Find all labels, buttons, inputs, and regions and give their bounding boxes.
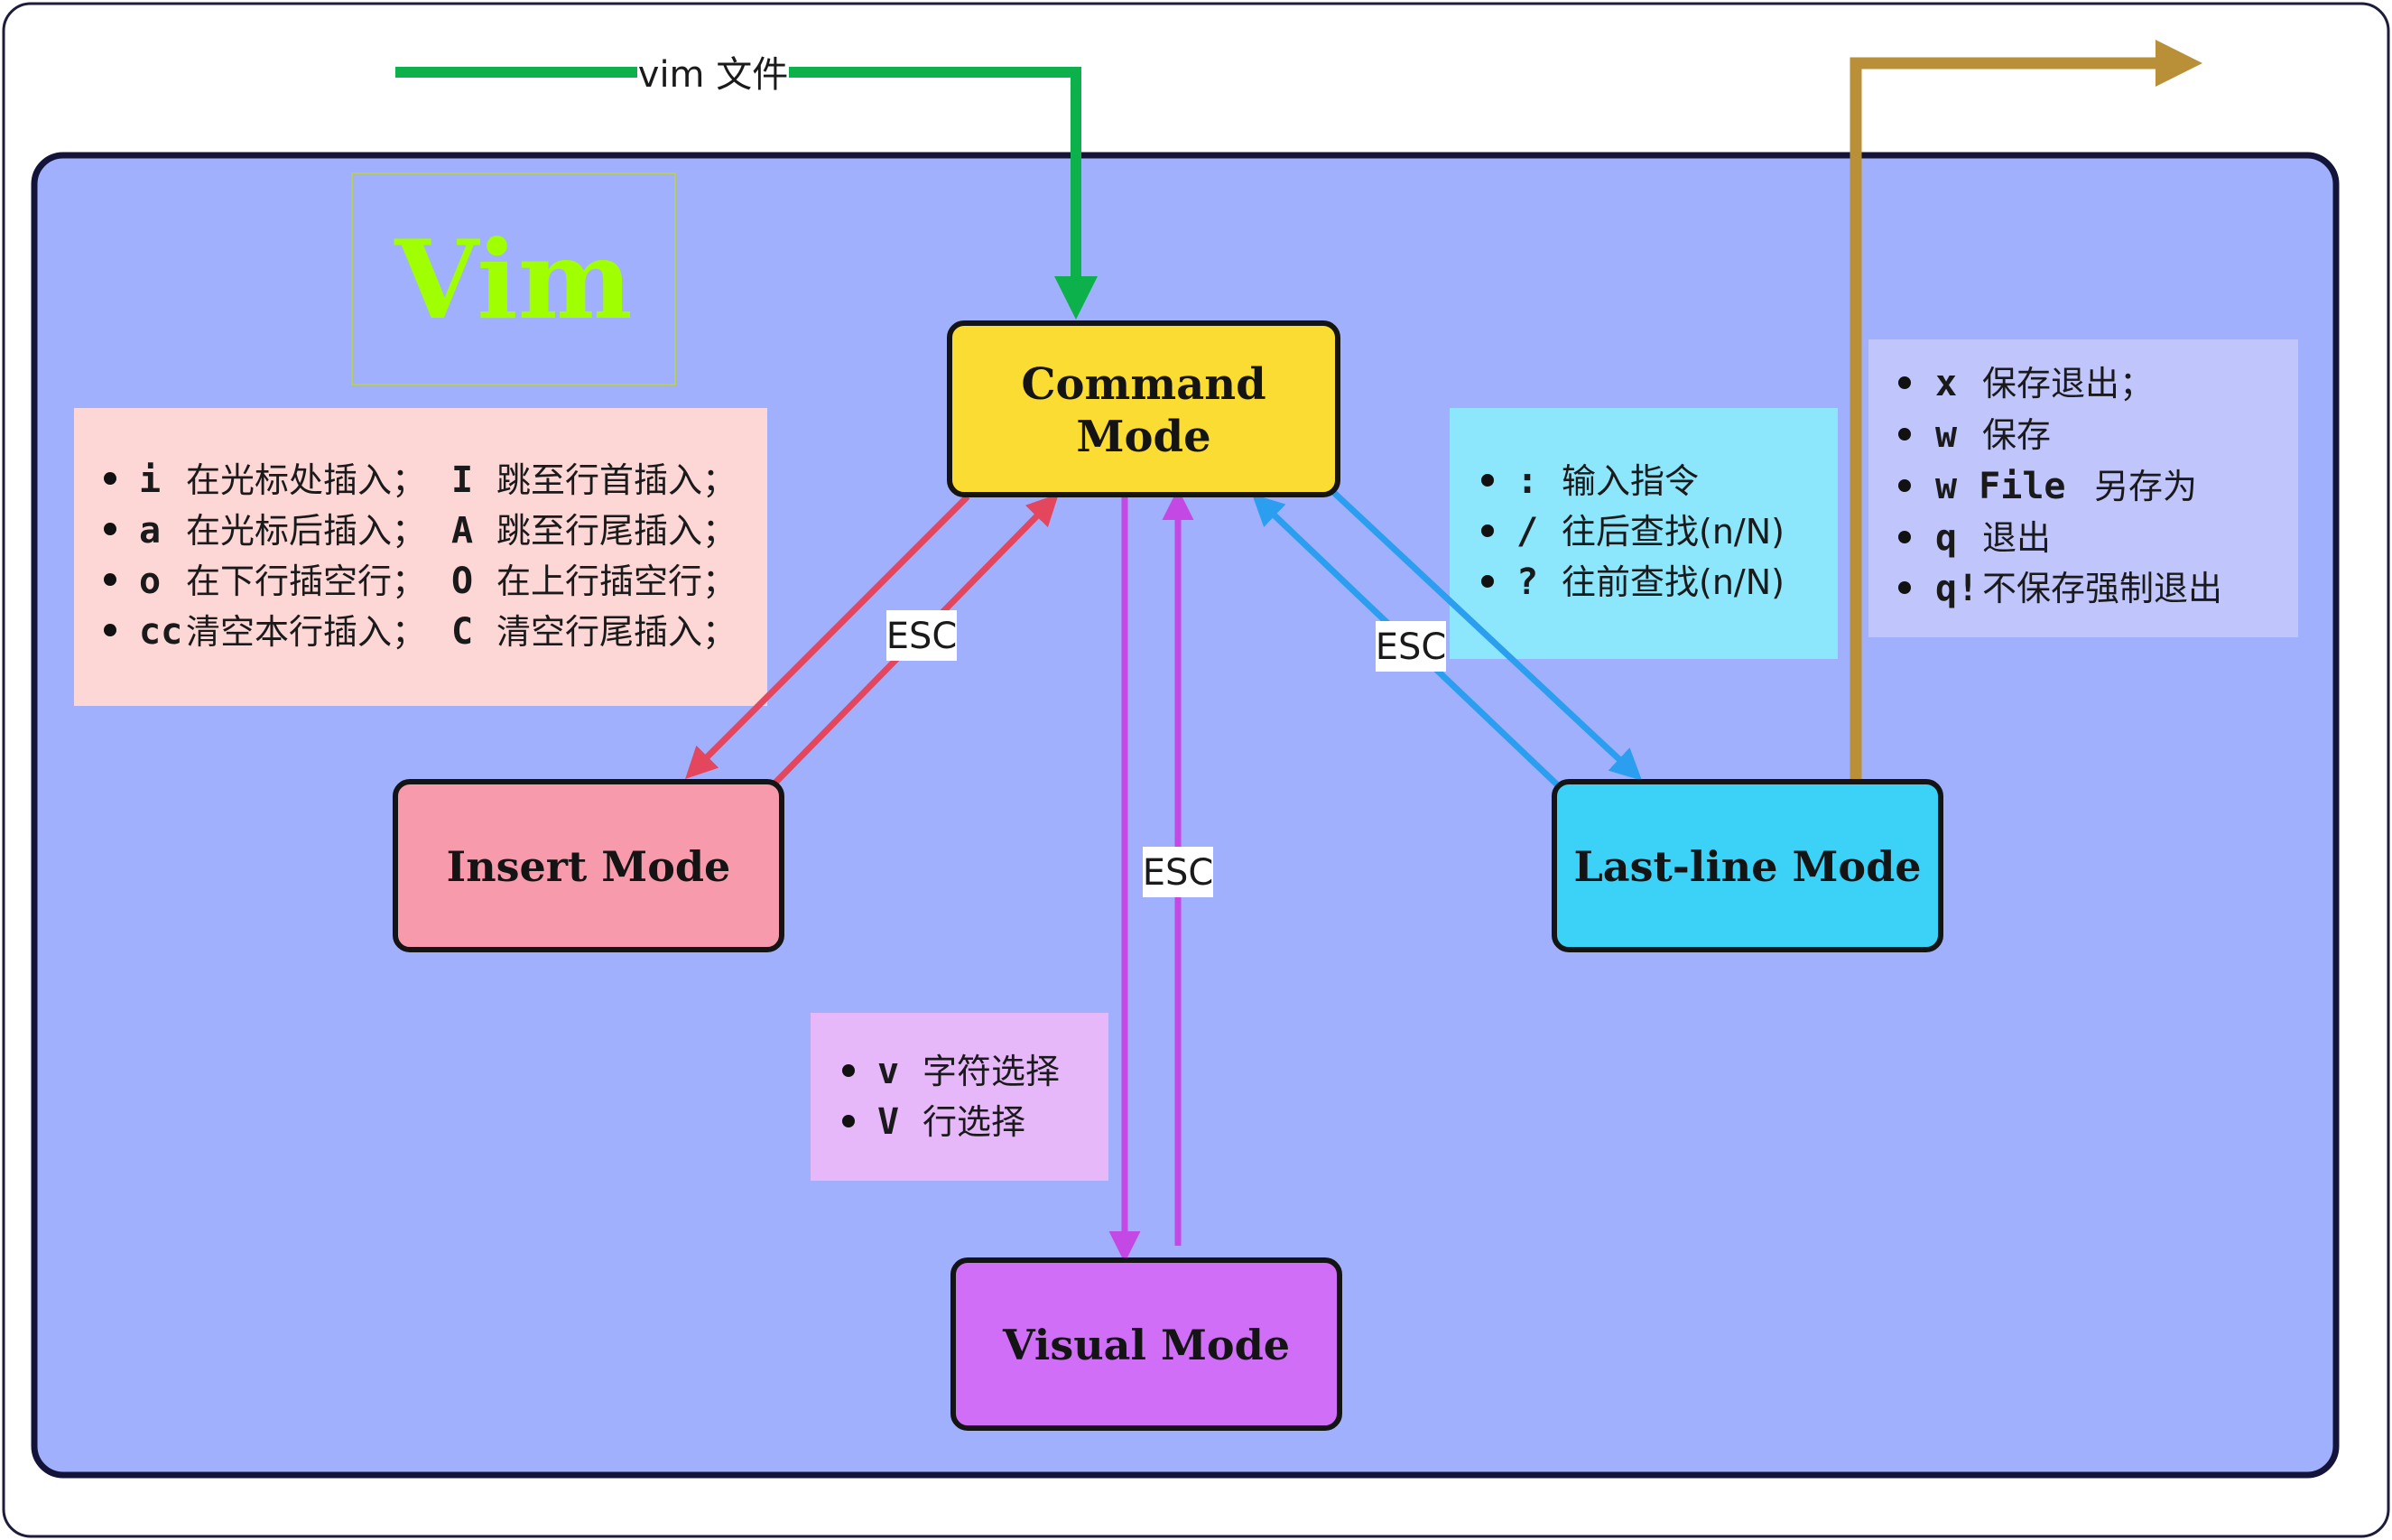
insert-mode-node: Insert Mode	[393, 779, 784, 952]
entry-label-bg	[637, 52, 789, 96]
command-mode-label-line1: Command	[1021, 359, 1266, 410]
esc-visual-label: ESC	[1143, 852, 1214, 894]
esc-insert-label: ESC	[886, 616, 958, 657]
lastline-note-0-text: 输入指令	[1562, 461, 1699, 501]
insert-note-3-text2: 清空行尾插入；	[496, 612, 737, 652]
exit-notes-list: x 保存退出； w 保存 w File 另存为 q 退出 q! 不保存强制退出	[1898, 363, 2222, 609]
exit-note-1-key: w	[1935, 414, 1958, 456]
insert-note-1-key: a	[139, 510, 161, 552]
esc-lastline-bg	[1376, 621, 1446, 672]
visual-mode-label: Visual Mode	[1002, 1321, 1290, 1369]
insert-note-0-text2: 跳至行首插入；	[496, 460, 737, 500]
insert-notes-panel	[74, 408, 767, 706]
exit-note-1-text: 保存	[1982, 415, 2051, 455]
lastline-note-1-text: 往后查找(n/N)	[1562, 512, 1785, 552]
visual-note-0-text: 字符选择	[922, 1052, 1060, 1091]
insert-mode-label: Insert Mode	[447, 842, 731, 891]
visual-note-1: V 行选择	[842, 1101, 1025, 1143]
exit-note-0-key: x	[1935, 363, 1957, 404]
command-mode-node: Command Mode	[947, 320, 1340, 497]
exit-note-3-text: 退出	[1982, 518, 2051, 558]
command-mode-label-line2: Mode	[1076, 412, 1210, 462]
lastline-notes-list: : 输入指令 / 往后查找(n/N) ? 往前查找(n/N)	[1481, 460, 1785, 603]
insert-mode-box	[393, 779, 784, 952]
esc-visual-bg	[1143, 847, 1213, 897]
insert-note-1-text: 在光标后插入；	[186, 511, 426, 551]
esc-insert-bg	[886, 610, 957, 661]
esc-lastline-label: ESC	[1376, 626, 1447, 668]
insert-note-1-text2: 跳至行尾插入；	[496, 511, 737, 551]
lastline-note-2: ? 往前查找(n/N)	[1481, 561, 1785, 603]
insert-note-2-text: 在下行插空行；	[186, 561, 426, 601]
entry-label: vim 文件	[638, 54, 788, 96]
visual-mode-node: Visual Mode	[950, 1257, 1342, 1431]
insert-note-0-key: i	[139, 459, 161, 501]
exit-note-3-key: q	[1935, 517, 1957, 559]
visual-note-0-key: v	[877, 1051, 899, 1092]
lastline-notes-panel	[1450, 408, 1838, 659]
vim-logo-frame	[351, 172, 676, 385]
exit-note-2-text: 另存为	[2094, 467, 2197, 506]
insert-notes-list: i 在光标处插入； I 跳至行首插入； a 在光标后插入； A 跳至行尾插入； …	[104, 459, 737, 653]
lastline-note-1-key: /	[1516, 511, 1538, 552]
visual-mode-box	[950, 1257, 1342, 1431]
insert-note-3: cc 清空本行插入； C 清空行尾插入；	[104, 611, 737, 653]
lastline-note-0-key: :	[1516, 460, 1538, 502]
vim-logo: Vim	[394, 217, 633, 344]
lastline-mode-box	[1552, 779, 1943, 952]
insert-note-2-key2: O	[451, 561, 473, 602]
exit-note-2: w File 另存为	[1898, 466, 2197, 507]
exit-note-4-text: 不保存强制退出	[1982, 569, 2222, 608]
insert-note-3-key2: C	[451, 611, 473, 653]
exit-arrow	[1850, 40, 2202, 782]
command-mode-box	[947, 320, 1340, 497]
visual-notes-panel	[811, 1013, 1108, 1181]
lastline-mode-node: Last-line Mode	[1552, 779, 1943, 952]
visual-note-1-text: 行选择	[922, 1102, 1025, 1142]
command-to-insert-arrow	[685, 494, 970, 779]
visual-note-1-key: V	[877, 1101, 899, 1143]
lastline-note-2-key: ?	[1516, 561, 1538, 603]
exit-notes-panel	[1868, 339, 2298, 637]
exit-note-0: x 保存退出；	[1898, 363, 2154, 404]
exit-note-4-key: q!	[1935, 568, 1979, 609]
insert-note-0-key2: I	[451, 459, 473, 501]
insert-note-0-text: 在光标处插入；	[186, 460, 426, 500]
visual-note-0: v 字符选择	[842, 1051, 1060, 1092]
exit-note-2-key: w File	[1935, 466, 2066, 507]
lastline-note-0: : 输入指令	[1481, 460, 1699, 502]
lastline-note-1: / 往后查找(n/N)	[1481, 511, 1785, 552]
visual-notes-list: v 字符选择 V 行选择	[842, 1051, 1060, 1143]
insert-note-2-text2: 在上行插空行；	[496, 561, 737, 601]
insert-note-3-key: cc	[139, 611, 182, 653]
lastline-note-2-text: 往前查找(n/N)	[1562, 562, 1785, 602]
insert-note-2: o 在下行插空行； O 在上行插空行；	[104, 561, 737, 602]
insert-note-3-text: 清空本行插入；	[186, 612, 426, 652]
exit-note-3: q 退出	[1898, 517, 2051, 559]
command-to-lastline-arrow	[1330, 488, 1643, 781]
exit-note-1: w 保存	[1898, 414, 2051, 456]
insert-note-0: i 在光标处插入； I 跳至行首插入；	[104, 459, 737, 501]
entry-arrow	[395, 67, 1098, 320]
lastline-mode-label: Last-line Mode	[1573, 842, 1921, 891]
exit-note-4: q! 不保存强制退出	[1898, 568, 2222, 609]
insert-note-2-key: o	[139, 561, 161, 602]
exit-note-0-text: 保存退出；	[1982, 364, 2154, 404]
insert-note-1: a 在光标后插入； A 跳至行尾插入；	[104, 510, 737, 552]
insert-note-1-key2: A	[451, 510, 473, 552]
